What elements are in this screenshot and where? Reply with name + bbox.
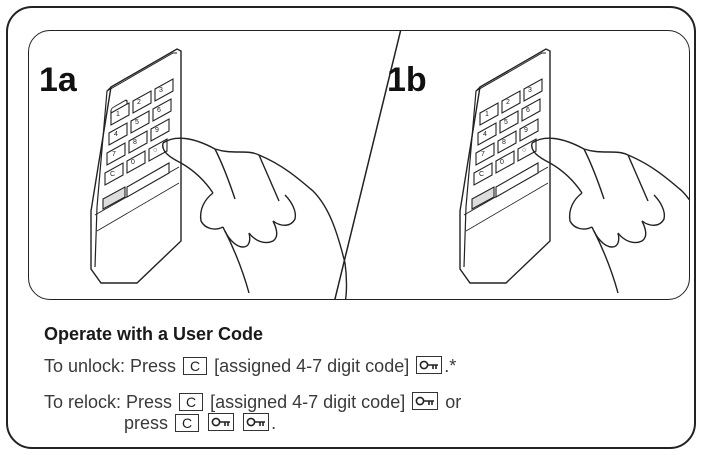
lock-key-icon <box>416 356 443 374</box>
assigned-code-text: [assigned 4-7 digit code] <box>214 356 410 376</box>
relock-end: . <box>271 413 277 433</box>
svg-text:○: ○ <box>153 147 157 154</box>
svg-text:8: 8 <box>133 139 137 146</box>
keypad-illustration: 1 2 3 4 5 6 7 8 9 C 0 ○ <box>90 31 689 299</box>
svg-text:3: 3 <box>159 87 163 94</box>
relock-or: or <box>445 392 462 412</box>
svg-text:9: 9 <box>155 127 159 134</box>
illustration-panel: 1 2 3 4 5 6 7 8 9 C 0 ○ <box>28 30 690 300</box>
panel-label-1b: 1b <box>387 61 427 99</box>
svg-text:5: 5 <box>135 119 139 126</box>
unlock-prefix: To unlock: Press <box>44 356 177 376</box>
svg-text:2: 2 <box>506 99 510 106</box>
relock-prefix: To relock: Press <box>44 392 173 412</box>
c-key-icon: C <box>183 357 208 375</box>
svg-text:1: 1 <box>116 111 120 118</box>
svg-text:8: 8 <box>502 139 506 146</box>
panel-divider <box>334 31 402 299</box>
relock-press: press <box>124 413 169 433</box>
unlock-suffix: .* <box>444 356 457 376</box>
c-key-icon: C <box>175 414 200 432</box>
lock-key-icon <box>412 392 439 410</box>
lock-key-icon <box>208 413 235 431</box>
svg-text:0: 0 <box>131 159 135 166</box>
svg-text:9: 9 <box>524 127 528 134</box>
svg-text:1: 1 <box>485 111 489 118</box>
svg-text:C: C <box>110 171 115 178</box>
svg-text:5: 5 <box>504 119 508 126</box>
svg-text:2: 2 <box>137 99 141 106</box>
svg-text:4: 4 <box>483 131 487 138</box>
svg-text:7: 7 <box>112 151 116 158</box>
unlock-instruction: To unlock: Press C [assigned 4-7 digit c… <box>44 356 456 377</box>
svg-text:6: 6 <box>526 107 530 114</box>
svg-text:4: 4 <box>114 131 118 138</box>
relock-alternate: press C . <box>124 413 276 434</box>
panel-label-1a: 1a <box>39 61 77 99</box>
svg-text:3: 3 <box>528 87 532 94</box>
relock-instruction: To relock: Press C [assigned 4-7 digit c… <box>44 392 461 413</box>
hand-1a <box>162 137 348 299</box>
hand-1b <box>531 137 689 294</box>
section-title: Operate with a User Code <box>44 324 264 344</box>
keypad-1b: 1 2 3 4 5 6 7 8 9 C 0 ○ <box>459 48 689 294</box>
svg-text:6: 6 <box>157 107 161 114</box>
c-key-icon: C <box>179 393 204 411</box>
keypad-1a-key-labels: 1 2 3 4 5 6 7 8 9 C 0 ○ <box>110 87 163 178</box>
svg-text:0: 0 <box>500 159 504 166</box>
assigned-code-text: [assigned 4-7 digit code] <box>210 392 406 412</box>
instruction-card: 1 2 3 4 5 6 7 8 9 C 0 ○ <box>6 6 696 449</box>
svg-text:○: ○ <box>522 147 526 154</box>
keypad-1a-keys <box>102 78 174 210</box>
svg-text:C: C <box>479 171 484 178</box>
svg-text:7: 7 <box>481 151 485 158</box>
lock-key-icon <box>243 413 270 431</box>
